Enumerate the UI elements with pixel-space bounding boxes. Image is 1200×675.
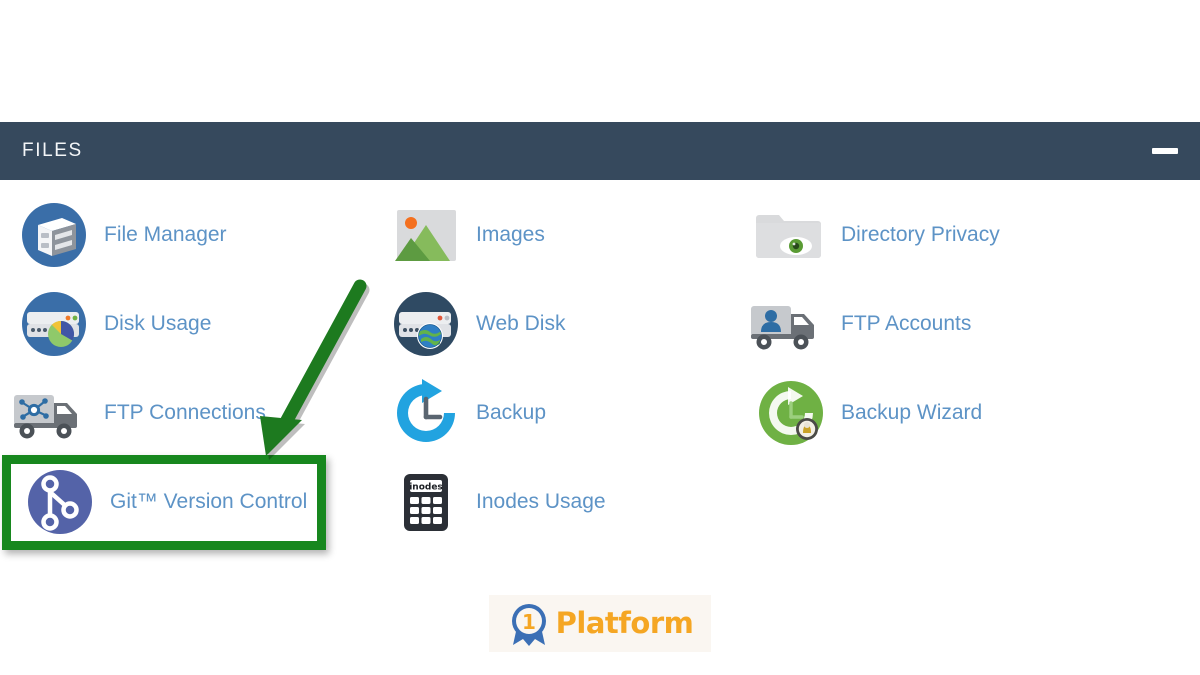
- logo-wordmark: Platform: [555, 606, 694, 640]
- grid-cell: FTP Connections: [0, 368, 382, 457]
- award-badge-icon: 1: [507, 601, 551, 647]
- calculator-inodes-icon: inodes: [390, 466, 462, 538]
- file-cabinet-icon: [18, 199, 90, 271]
- picture-mountains-icon: [390, 199, 462, 271]
- item-label: File Manager: [104, 223, 227, 246]
- grid-cell: inodes: [382, 457, 747, 546]
- grid-cell: Backup Wizard: [747, 368, 1137, 457]
- server-piechart-icon: [18, 288, 90, 360]
- restore-clock-wizard-icon: [755, 377, 827, 449]
- item-images[interactable]: Images: [390, 195, 545, 275]
- item-row: FTP Connections: [0, 368, 1200, 457]
- item-inodes-usage[interactable]: inodes: [390, 462, 606, 542]
- section-title: FILES: [22, 140, 83, 161]
- server-globe-icon: [390, 288, 462, 360]
- item-label: Inodes Usage: [476, 490, 606, 513]
- grid-cell: [747, 457, 1137, 546]
- restore-clock-icon: [390, 377, 462, 449]
- item-file-manager[interactable]: File Manager: [18, 195, 227, 275]
- item-label: Git™ Version Control: [110, 490, 308, 513]
- item-row: Disk Usage: [0, 279, 1200, 368]
- item-label: Directory Privacy: [841, 223, 1000, 246]
- grid-cell: File Manager: [0, 190, 382, 279]
- platform-logo: 1 Platform: [489, 595, 711, 652]
- truck-network-icon: [14, 377, 90, 449]
- files-section-header: FILES: [0, 122, 1200, 180]
- item-row: Git™ Version Control inodes: [0, 457, 1200, 546]
- files-items-grid: File Manager Images: [0, 190, 1200, 546]
- item-row: File Manager Images: [0, 190, 1200, 279]
- item-label: Backup Wizard: [841, 401, 983, 424]
- item-git-version-control[interactable]: Git™ Version Control: [18, 462, 307, 542]
- item-web-disk[interactable]: Web Disk: [390, 284, 565, 364]
- grid-cell: Git™ Version Control: [0, 457, 382, 546]
- folder-eye-icon: [755, 199, 827, 271]
- grid-cell: Disk Usage: [0, 279, 382, 368]
- item-backup[interactable]: Backup: [390, 373, 546, 453]
- grid-cell: Backup: [382, 368, 747, 457]
- grid-cell: Directory Privacy: [747, 190, 1137, 279]
- item-label: Web Disk: [476, 312, 566, 335]
- item-ftp-accounts[interactable]: FTP Accounts: [751, 284, 972, 364]
- git-branch-icon: [24, 466, 96, 538]
- item-directory-privacy[interactable]: Directory Privacy: [755, 195, 1000, 275]
- item-label: Disk Usage: [104, 312, 212, 335]
- minimize-icon[interactable]: [1152, 148, 1178, 154]
- item-label: Images: [476, 223, 545, 246]
- item-label: Backup: [476, 401, 547, 424]
- truck-user-icon: [751, 288, 827, 360]
- grid-cell: Web Disk: [382, 279, 747, 368]
- badge-number: 1: [522, 610, 536, 634]
- item-label: FTP Connections: [104, 401, 266, 424]
- grid-cell: FTP Accounts: [747, 279, 1137, 368]
- item-disk-usage[interactable]: Disk Usage: [18, 284, 211, 364]
- inodes-display-text: inodes: [409, 482, 443, 492]
- grid-cell: Images: [382, 190, 747, 279]
- item-label: FTP Accounts: [841, 312, 972, 335]
- item-ftp-connections[interactable]: FTP Connections: [14, 373, 266, 453]
- item-backup-wizard[interactable]: Backup Wizard: [755, 373, 982, 453]
